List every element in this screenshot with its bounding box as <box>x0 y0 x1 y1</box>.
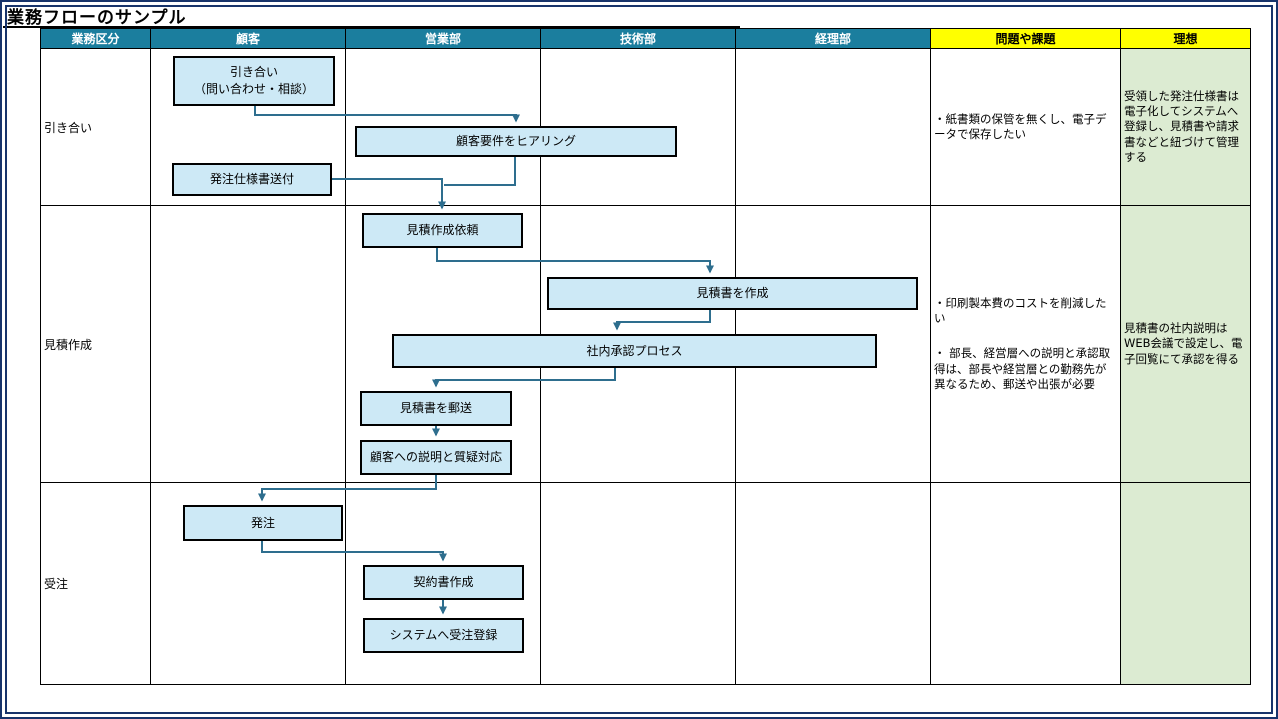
ideal-note: 受領した発注仕様書は電子化してシステムへ登録し、見積書や請求書などと紐づけて管理… <box>1124 89 1239 164</box>
connector-request-to-create-quote <box>436 248 714 274</box>
flow-box-inquiry[interactable]: 引き合い （問い合わせ・相談） <box>173 56 335 106</box>
lane-label-quotation: 見積作成 <box>41 206 151 483</box>
lane-cell-customer-r3 <box>151 483 346 685</box>
lane-cell-customer-r2 <box>151 206 346 483</box>
header-cell-sales: 営業部 <box>346 29 541 49</box>
flow-box-register-order[interactable]: システムへ受注登録 <box>363 618 524 653</box>
connector-explain-to-order <box>258 475 437 502</box>
lane-cell-engineering-r3 <box>541 483 736 685</box>
lane-cell-engineering-r1 <box>541 49 736 206</box>
flow-box-send-spec[interactable]: 発注仕様書送付 <box>172 163 332 196</box>
swimlane-table: 業務区分 顧客 営業部 技術部 経理部 問題や課題 理想 引き合い ・紙書類の保… <box>40 28 1251 685</box>
problem-note: ・紙書類の保管を無くし、電子データで保存したい <box>934 111 1107 141</box>
flow-box-mail-quote[interactable]: 見積書を郵送 <box>360 391 512 426</box>
connector-hearing-join <box>444 157 516 186</box>
page-title: 業務フローのサンプル <box>7 8 187 28</box>
header-cell-customer: 顧客 <box>151 29 346 49</box>
problems-cell-r3 <box>931 483 1121 685</box>
header-cell-engineering: 技術部 <box>541 29 736 49</box>
flow-box-hearing[interactable]: 顧客要件をヒアリング <box>355 126 677 157</box>
ideal-note: 見積書の社内説明はWEB会議で設定し、電子回覧にて承認を得る <box>1124 321 1243 366</box>
connector-quote-to-approval <box>613 310 711 331</box>
ideal-cell-r2: 見積書の社内説明はWEB会議で設定し、電子回覧にて承認を得る <box>1121 206 1251 483</box>
flow-box-create-contract[interactable]: 契約書作成 <box>363 565 524 600</box>
header-cell-problems: 問題や課題 <box>931 29 1121 49</box>
header-cell-ideal: 理想 <box>1121 29 1251 49</box>
flow-box-place-order[interactable]: 発注 <box>183 505 343 541</box>
lane-label-order: 受注 <box>41 483 151 685</box>
problems-cell-r1: ・紙書類の保管を無くし、電子データで保存したい <box>931 49 1121 206</box>
ideal-cell-r1: 受領した発注仕様書は電子化してシステムへ登録し、見積書や請求書などと紐づけて管理… <box>1121 49 1251 206</box>
lane-label-inquiry: 引き合い <box>41 49 151 206</box>
problem-note: ・ 部長、経営層への説明と承認取得は、部長や経営層との勤務先が異なるため、郵送や… <box>934 346 1111 391</box>
ideal-cell-r3 <box>1121 483 1251 685</box>
connector-approval-to-mail <box>432 368 616 388</box>
connector-order-to-contract <box>261 541 447 562</box>
lane-cell-accounting-r1 <box>736 49 931 206</box>
lane-cell-customer-r1 <box>151 49 346 206</box>
flow-box-approval-process[interactable]: 社内承認プロセス <box>392 334 877 368</box>
problem-note: ・印刷製本費のコストを削減したい <box>934 296 1107 326</box>
header-cell-category: 業務区分 <box>41 29 151 49</box>
connector-spec-to-quote-request <box>332 178 446 210</box>
problems-cell-r2: ・印刷製本費のコストを削減したい ・ 部長、経営層への説明と承認取得は、部長や経… <box>931 206 1121 483</box>
flow-box-explain-qa[interactable]: 顧客への説明と質疑対応 <box>360 440 512 475</box>
connector-inquiry-to-hearing <box>254 106 520 123</box>
flow-box-quote-request[interactable]: 見積作成依頼 <box>362 213 523 248</box>
header-cell-accounting: 経理部 <box>736 29 931 49</box>
lane-cell-sales-r3 <box>346 483 541 685</box>
lane-cell-accounting-r3 <box>736 483 931 685</box>
title-underline <box>3 26 740 28</box>
flow-box-create-quote[interactable]: 見積書を作成 <box>547 277 918 310</box>
lane-cell-accounting-r2 <box>736 206 931 483</box>
